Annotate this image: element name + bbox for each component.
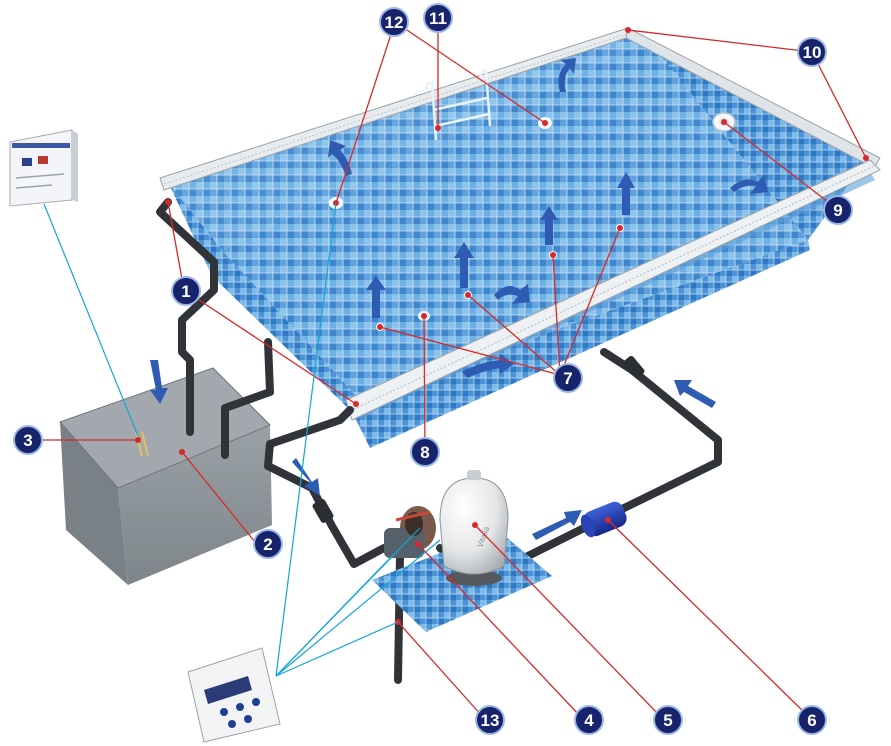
callout-8-label: 8 [420, 443, 429, 462]
callout-3: 3 [13, 425, 43, 455]
pool-left-wall [168, 182, 360, 412]
callout-4: 4 [574, 705, 604, 735]
callout-12: 12 [379, 7, 409, 37]
leader-lines-red [30, 18, 867, 717]
callout-3-label: 3 [23, 431, 32, 450]
sand-filter-icon: Vitalia [439, 470, 509, 586]
callout-2: 2 [253, 529, 283, 559]
callout-8: 8 [410, 437, 440, 467]
callout-4-label: 4 [584, 711, 594, 730]
pool-front-wall [352, 240, 810, 448]
callout-10-label: 10 [803, 43, 822, 62]
callout-5-label: 5 [663, 711, 672, 730]
callout-2-label: 2 [263, 535, 272, 554]
callout-11-label: 11 [429, 9, 447, 28]
callout-10: 10 [797, 37, 827, 67]
pipe-fittings [312, 355, 645, 523]
callout-9: 9 [823, 195, 853, 225]
callout-13: 13 [475, 705, 505, 735]
callout-13-label: 13 [481, 711, 500, 730]
callout-7: 7 [553, 363, 583, 393]
callout-9-label: 9 [833, 201, 842, 220]
pool [159, 27, 881, 448]
leader-lines-cyan [43, 202, 441, 677]
level-sensor-icon [135, 431, 149, 457]
tank-inlet-arrow [150, 360, 168, 404]
callout-11: 11 [423, 3, 453, 33]
callout-12-label: 12 [385, 13, 404, 32]
pipe-flow-arrows [292, 380, 716, 540]
callout-6-label: 6 [807, 711, 816, 730]
balance-tank [59, 367, 272, 585]
callout-5: 5 [653, 705, 683, 735]
electronic-controller-icon [187, 647, 281, 743]
callout-6: 6 [797, 705, 827, 735]
pool-back-wall [168, 33, 648, 250]
pool-floor [222, 40, 808, 400]
callout-7-label: 7 [563, 369, 572, 388]
control-panel-icon [9, 129, 78, 207]
callout-1: 1 [171, 276, 201, 306]
flow-arrows [328, 58, 768, 378]
pool-ladder-icon [425, 68, 492, 141]
callout-1-label: 1 [181, 282, 190, 301]
overflow-grating [159, 27, 881, 421]
